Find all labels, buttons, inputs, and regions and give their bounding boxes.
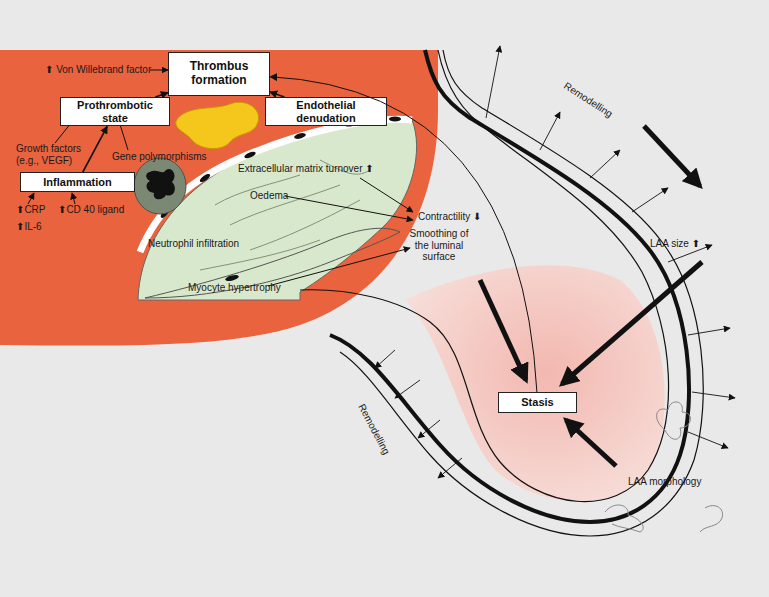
process-box: Endothelial denudation — [265, 97, 387, 126]
process-box: Inflammation — [20, 172, 135, 192]
annotation-label: Growth factors (e.g., VEGF) — [16, 143, 94, 166]
flow-arrow — [83, 126, 107, 172]
box-label: Thrombus formation — [172, 60, 266, 88]
process-box: Thrombus formation — [168, 52, 270, 96]
leader-arrows — [28, 70, 413, 286]
annotation-label: Smoothing of the luminal surface — [404, 228, 474, 263]
annotation-label: ⬆CD 40 ligand — [58, 204, 124, 216]
box-label: Stasis — [521, 396, 553, 409]
process-box: Prothrombotic state — [60, 97, 170, 126]
annotation-label: ⬆ Von Willebrand factor — [45, 64, 151, 76]
box-text-group: Endothelial denudation — [269, 99, 383, 124]
myocyte-nucleus — [225, 274, 240, 282]
major-arrows — [480, 126, 702, 466]
annotation-label: LAA size ⬆ — [650, 238, 700, 250]
myocyte — [145, 228, 400, 298]
annotation-label: Myocyte hypertrophy — [188, 282, 281, 294]
laa-morphology-shapes — [605, 402, 723, 532]
box-label: Endothelial denudation — [269, 99, 383, 124]
flow-arrow — [270, 77, 537, 392]
matrix-fibres — [200, 160, 370, 270]
box-text-group: Stasis — [521, 396, 553, 409]
process-box: Stasis — [498, 392, 577, 413]
box-text-group: Inflammation — [43, 176, 111, 189]
box-text-group: Prothrombotic state — [64, 99, 166, 124]
annotation-label: Neutrophil infiltration — [148, 238, 239, 250]
flow-arrow — [155, 92, 168, 97]
neutrophil-nucleus — [146, 169, 175, 199]
annotation-label: ⬆CRP — [16, 204, 46, 216]
myocardial-tissue — [138, 119, 417, 300]
box-text-group: Thrombus formation — [172, 60, 266, 88]
annotation-label: LAA morphology — [628, 476, 701, 488]
box-label: Inflammation — [43, 176, 111, 189]
annotation-label: Contractility ⬇ — [418, 211, 481, 223]
annotation-label: Remodelling — [356, 402, 392, 456]
flow-arrow — [270, 92, 284, 97]
remodelling-arrows — [375, 46, 735, 478]
annotation-label: Gene polymorphisms — [112, 151, 206, 163]
laa-wall-thin — [340, 50, 703, 536]
annotation-label: Remodelling — [562, 80, 615, 120]
annotation-label: Oedema — [250, 190, 288, 202]
laa-lumen — [405, 265, 665, 502]
thrombus — [176, 102, 259, 148]
annotation-label: ⬆IL-6 — [16, 221, 42, 233]
atrial-wall-tissue — [0, 50, 438, 346]
box-label: Prothrombotic state — [64, 99, 166, 124]
neutrophil — [134, 158, 186, 214]
annotation-label: Extracellular matrix turnover ⬆ — [238, 163, 374, 175]
